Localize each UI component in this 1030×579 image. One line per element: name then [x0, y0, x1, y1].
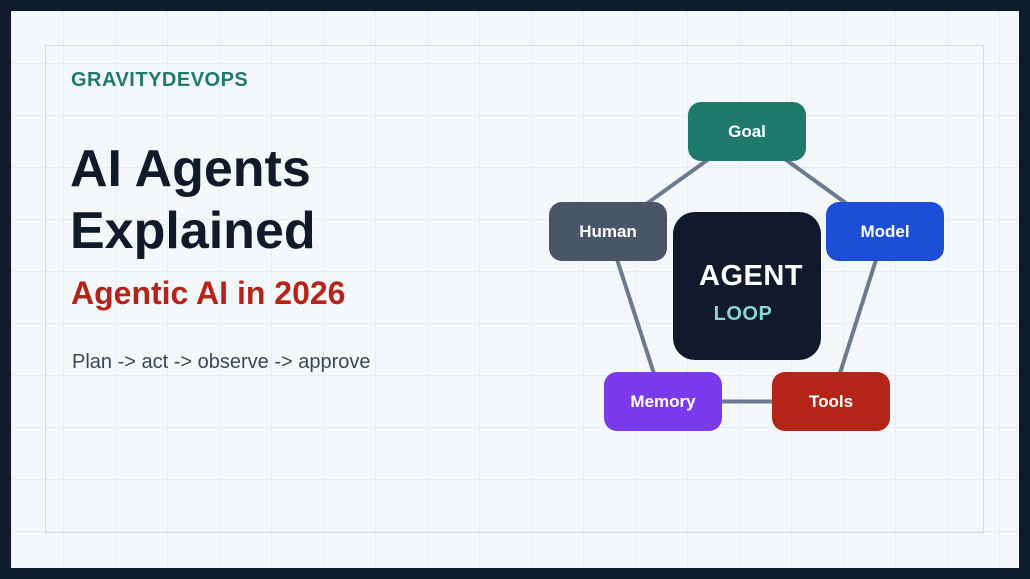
page-title: AI Agents Explained [70, 138, 316, 262]
content-frame [45, 45, 984, 533]
node-human-label: Human [579, 221, 637, 241]
node-human[interactable]: Human [549, 202, 667, 261]
node-memory[interactable]: Memory [604, 372, 722, 431]
node-model[interactable]: Model [826, 202, 944, 261]
brand-label: GRAVITYDEVOPS [71, 69, 249, 91]
tagline: Plan -> act -> observe -> approve [72, 351, 371, 373]
node-memory-label: Memory [630, 391, 696, 411]
subtitle: Agentic AI in 2026 [71, 275, 346, 311]
title-line-1: AI Agents [70, 140, 311, 198]
node-goal-label: Goal [728, 121, 766, 141]
node-goal[interactable]: Goal [688, 102, 806, 161]
title-line-2: Explained [70, 202, 316, 260]
slide-background [11, 11, 1019, 568]
agent-loop-center: AGENT LOOP [673, 212, 821, 360]
node-tools[interactable]: Tools [772, 372, 890, 431]
node-tools-label: Tools [808, 391, 854, 411]
center-label: AGENT [699, 260, 803, 292]
center-sublabel: LOOP [713, 303, 773, 325]
node-model-label: Model [860, 221, 910, 241]
